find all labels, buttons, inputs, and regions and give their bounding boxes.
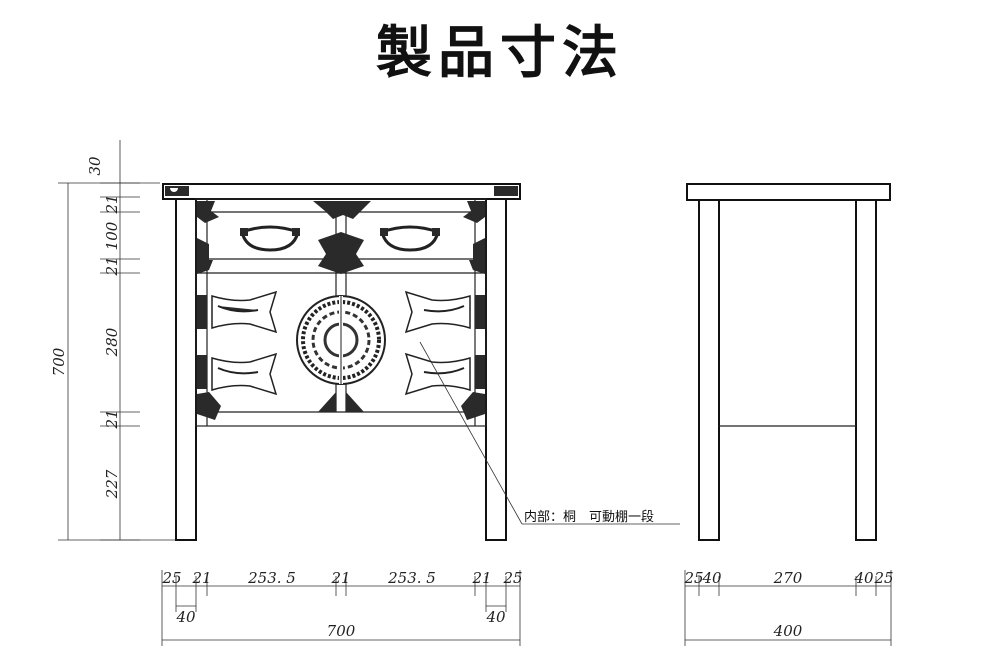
dim-overall-height: 700 [50,347,68,376]
dim-front-overall: 700 [327,622,356,640]
dim-rail-2: 21 [103,256,121,276]
butterfly-hinge-icon [211,290,471,396]
round-lock-plate-icon [296,295,386,385]
dim-doors: 280 [103,327,121,357]
drawer-handle-right-icon [380,225,440,252]
dim-drawer: 100 [103,221,121,250]
dim-rail-1: 21 [103,194,121,214]
interior-note: 内部：桐 可動棚一段 [524,509,654,525]
dim-front-21-left: 21 [191,569,211,587]
dim-front-door-left: 253. 5 [247,569,296,587]
dim-front-21-center: 21 [330,569,350,587]
dim-front-door-right: 253. 5 [387,569,436,587]
dim-front-25-right: 25 [502,569,522,587]
dim-front-leg-left: 40 [175,608,196,626]
width-dimension-chain [161,570,521,646]
drawer-handle-left-icon [240,225,300,252]
dim-rail-3: 21 [103,409,121,429]
dim-side-40-right: 40 [853,569,874,587]
dim-front-21-right: 21 [471,569,491,587]
dim-side-40-left: 40 [701,569,722,587]
side-view-cabinet [686,183,891,541]
note-leader-line [419,341,523,525]
dim-side-25-right: 25 [873,569,893,587]
depth-dimension-chain [684,570,892,646]
dim-top-board: 30 [86,156,104,176]
dim-front-leg-right: 40 [485,608,506,626]
dim-side-overall: 400 [773,622,803,640]
metal-fittings-icon [197,201,485,420]
height-dimension-chain [58,140,180,541]
dim-side-25-left: 25 [683,569,703,587]
dim-front-25-left: 25 [161,569,181,587]
front-view-cabinet [162,183,521,541]
dim-side-270: 270 [773,569,803,587]
dim-legs: 227 [103,469,121,499]
page-title: 製品寸法 [376,20,624,86]
